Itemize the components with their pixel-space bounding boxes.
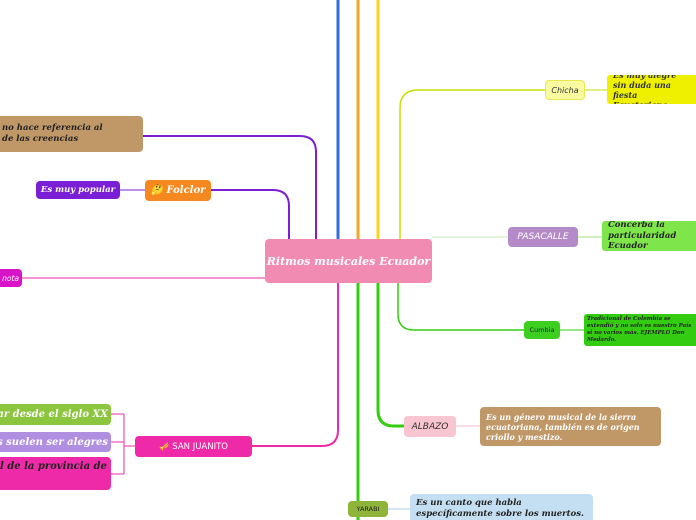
topic-nota-label: nota bbox=[2, 273, 19, 283]
topic-sanjuanito[interactable]: 🎺 SAN JUANITO bbox=[135, 436, 252, 457]
topic-folclor[interactable]: 🤔 Folclor bbox=[145, 180, 211, 201]
topic-sanjuanito-label: 🎺 SAN JUANITO bbox=[158, 441, 228, 452]
topic-cumbia[interactable]: Cumbia bbox=[524, 321, 560, 339]
topic-cumbia-desc-text: Tradicional de Colombia se extendió y no… bbox=[587, 316, 692, 343]
wire-chicha bbox=[399, 89, 545, 239]
topic-sj-item-1[interactable]: lar desde el siglo XX bbox=[0, 404, 111, 425]
topic-creencias-desc-text: no hace referencia al de las creencias bbox=[2, 122, 103, 144]
central-topic-label: Ritmos musicales Ecuador bbox=[266, 254, 431, 268]
topic-chicha-label: Chicha bbox=[551, 85, 579, 95]
topic-nota[interactable]: nota bbox=[0, 269, 22, 287]
topic-yarabi[interactable]: YARABI bbox=[348, 501, 388, 517]
topic-albazo-label: ALBAZO bbox=[411, 421, 449, 432]
topic-albazo-desc-text: Es un género musical de la sierra ecuato… bbox=[486, 411, 640, 442]
topic-sj-item-2-text: otas suelen ser alegres bbox=[0, 436, 108, 448]
wire-folclor bbox=[211, 189, 290, 239]
topic-sj-item-1-text: lar desde el siglo XX bbox=[0, 409, 108, 420]
topic-albazo-desc[interactable]: Es un género musical de la sierra ecuato… bbox=[480, 407, 661, 446]
topic-chicha[interactable]: Chicha bbox=[545, 80, 585, 100]
wire-cumbia bbox=[397, 283, 524, 331]
wire-creencias bbox=[143, 135, 317, 239]
topic-albazo[interactable]: ALBAZO bbox=[404, 416, 456, 437]
wire-sanjuanito bbox=[252, 283, 339, 447]
topic-sj-item-3[interactable]: l de la provincia de bbox=[0, 457, 111, 490]
topic-yarabi-label: YARABI bbox=[356, 505, 380, 513]
wire-sj-items bbox=[111, 413, 135, 475]
topic-pasacalle[interactable]: PASACALLE bbox=[508, 227, 578, 247]
topic-pasacalle-desc-text: Concerba la particularidad Ecuador bbox=[608, 221, 677, 251]
topic-popular-desc-text: Es muy popular bbox=[40, 185, 116, 195]
topic-chicha-desc[interactable]: Es muy alegre sin duda una fiesta Ecuato… bbox=[607, 75, 696, 104]
topic-creencias-desc[interactable]: no hace referencia al de las creencias bbox=[0, 116, 143, 152]
central-topic[interactable]: Ritmos musicales Ecuador bbox=[265, 239, 432, 283]
topic-chicha-desc-text: Es muy alegre sin duda una fiesta Ecuato… bbox=[613, 75, 676, 104]
topic-popular-desc[interactable]: Es muy popular bbox=[36, 181, 120, 199]
topic-pasacalle-label: PASACALLE bbox=[517, 232, 569, 242]
topic-sj-item-2[interactable]: otas suelen ser alegres bbox=[0, 432, 111, 452]
topic-cumbia-label: Cumbia bbox=[529, 326, 555, 334]
topic-yarabi-desc[interactable]: Es un canto que habla específicamente so… bbox=[410, 494, 593, 520]
topic-folclor-label: 🤔 Folclor bbox=[150, 185, 206, 196]
topic-cumbia-desc[interactable]: Tradicional de Colombia se extendió y no… bbox=[584, 314, 696, 346]
topic-yarabi-desc-text: Es un canto que habla específicamente so… bbox=[416, 498, 584, 519]
topic-pasacalle-desc[interactable]: Concerba la particularidad Ecuador bbox=[602, 221, 696, 251]
wire-albazo bbox=[376, 283, 404, 428]
topic-sj-item-3-text: l de la provincia de bbox=[0, 461, 107, 472]
